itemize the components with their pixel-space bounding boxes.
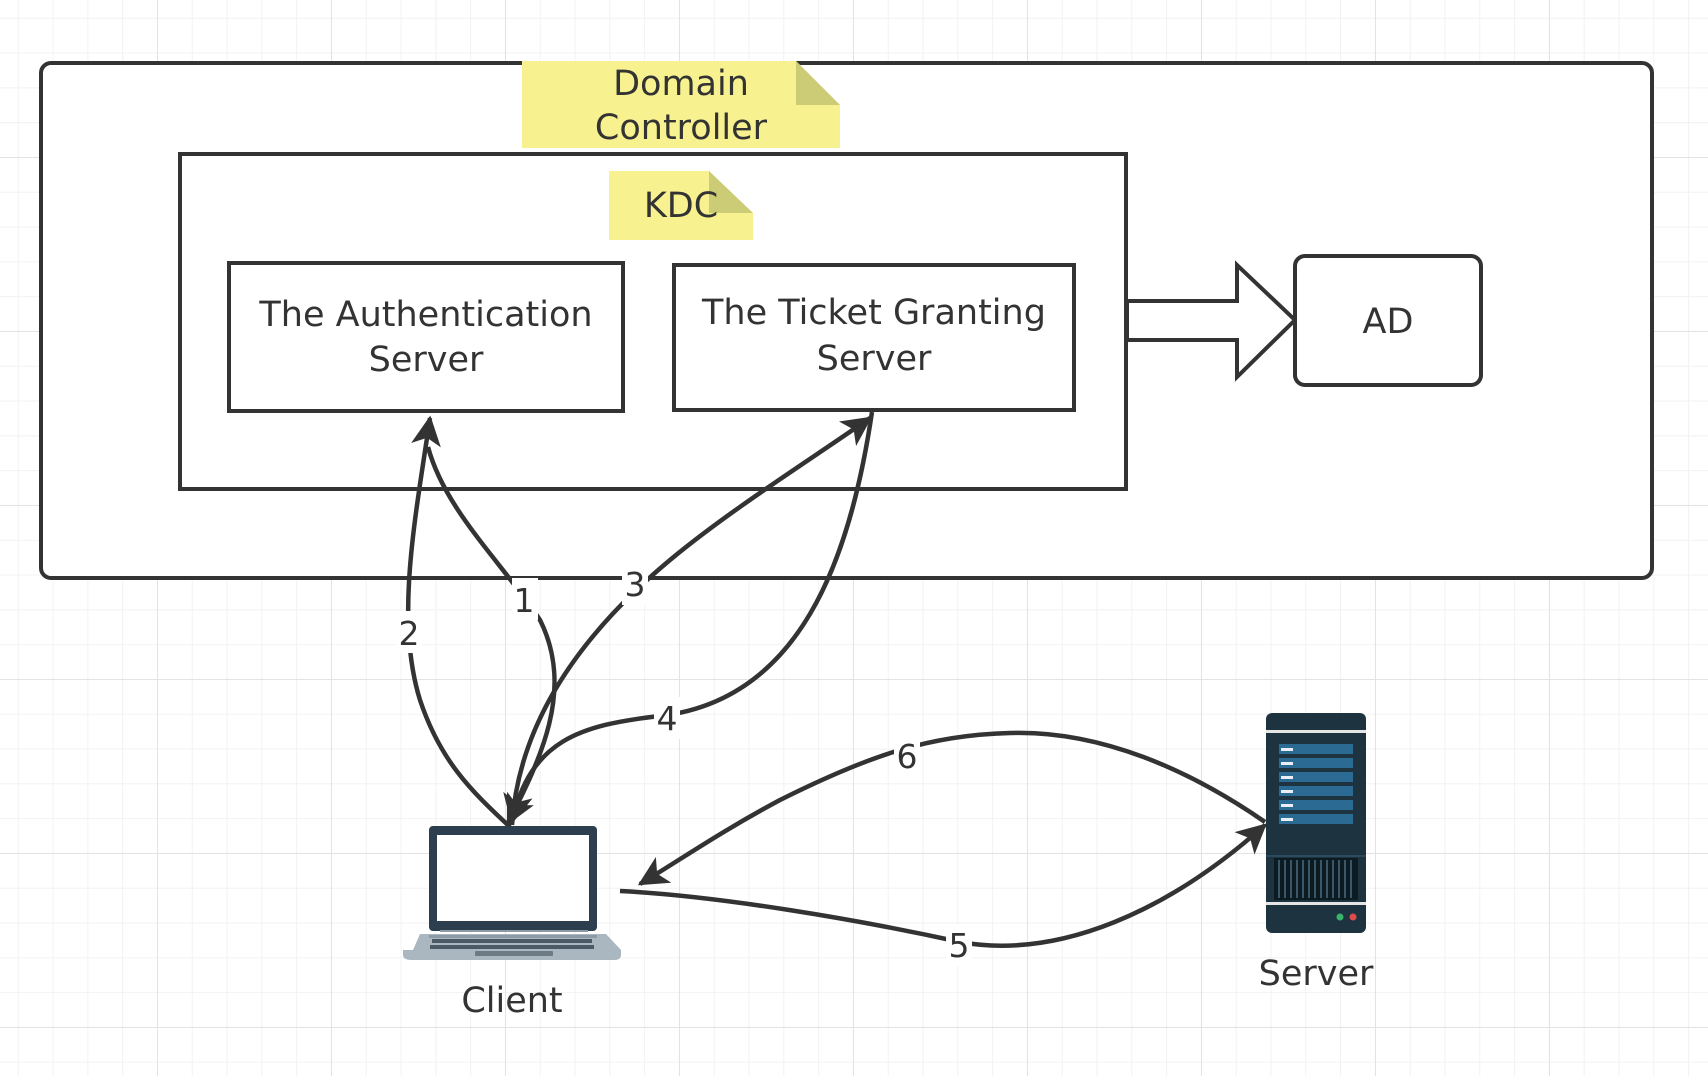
connector-step-2[interactable] (405, 415, 512, 829)
ticket-granting-server-label-line2: Server (817, 339, 932, 379)
step-label-5: 5 (949, 926, 970, 965)
step-label-2: 2 (399, 614, 420, 653)
ad-label: AD (1363, 302, 1414, 342)
kdc-note[interactable]: KDC (609, 171, 753, 240)
server-icon[interactable] (1266, 713, 1366, 933)
client-laptop-icon[interactable] (403, 826, 621, 960)
server-label: Server (1259, 954, 1374, 994)
step-label-6: 6 (897, 737, 918, 776)
connector-step-4[interactable] (503, 411, 875, 825)
connector-step-5[interactable] (619, 823, 1267, 948)
domain-controller-note[interactable]: Domain Controller (522, 61, 840, 148)
step-label-1: 1 (514, 581, 535, 620)
authentication-server-box[interactable]: The Authentication Server (227, 261, 625, 413)
client-label: Client (461, 981, 562, 1021)
kdc-label: KDC (644, 186, 718, 226)
kdc-to-ad-block-arrow[interactable] (1125, 260, 1298, 382)
step-labels: 1 2 3 4 5 6 (396, 563, 972, 966)
step-label-3: 3 (625, 565, 646, 604)
domain-controller-label-line1: Domain (613, 64, 749, 104)
connector-step-6[interactable] (637, 730, 1267, 886)
connector-step-3[interactable] (509, 416, 873, 826)
authentication-server-label-line2: Server (369, 340, 484, 380)
authentication-server-label-line1: The Authentication (258, 295, 592, 335)
step-label-4: 4 (657, 699, 678, 738)
ticket-granting-server-label-line1: The Ticket Granting (701, 293, 1046, 333)
domain-controller-label-line2: Controller (595, 108, 768, 148)
ticket-granting-server-box[interactable]: The Ticket Granting Server (672, 263, 1076, 412)
ad-box[interactable]: AD (1293, 254, 1483, 387)
